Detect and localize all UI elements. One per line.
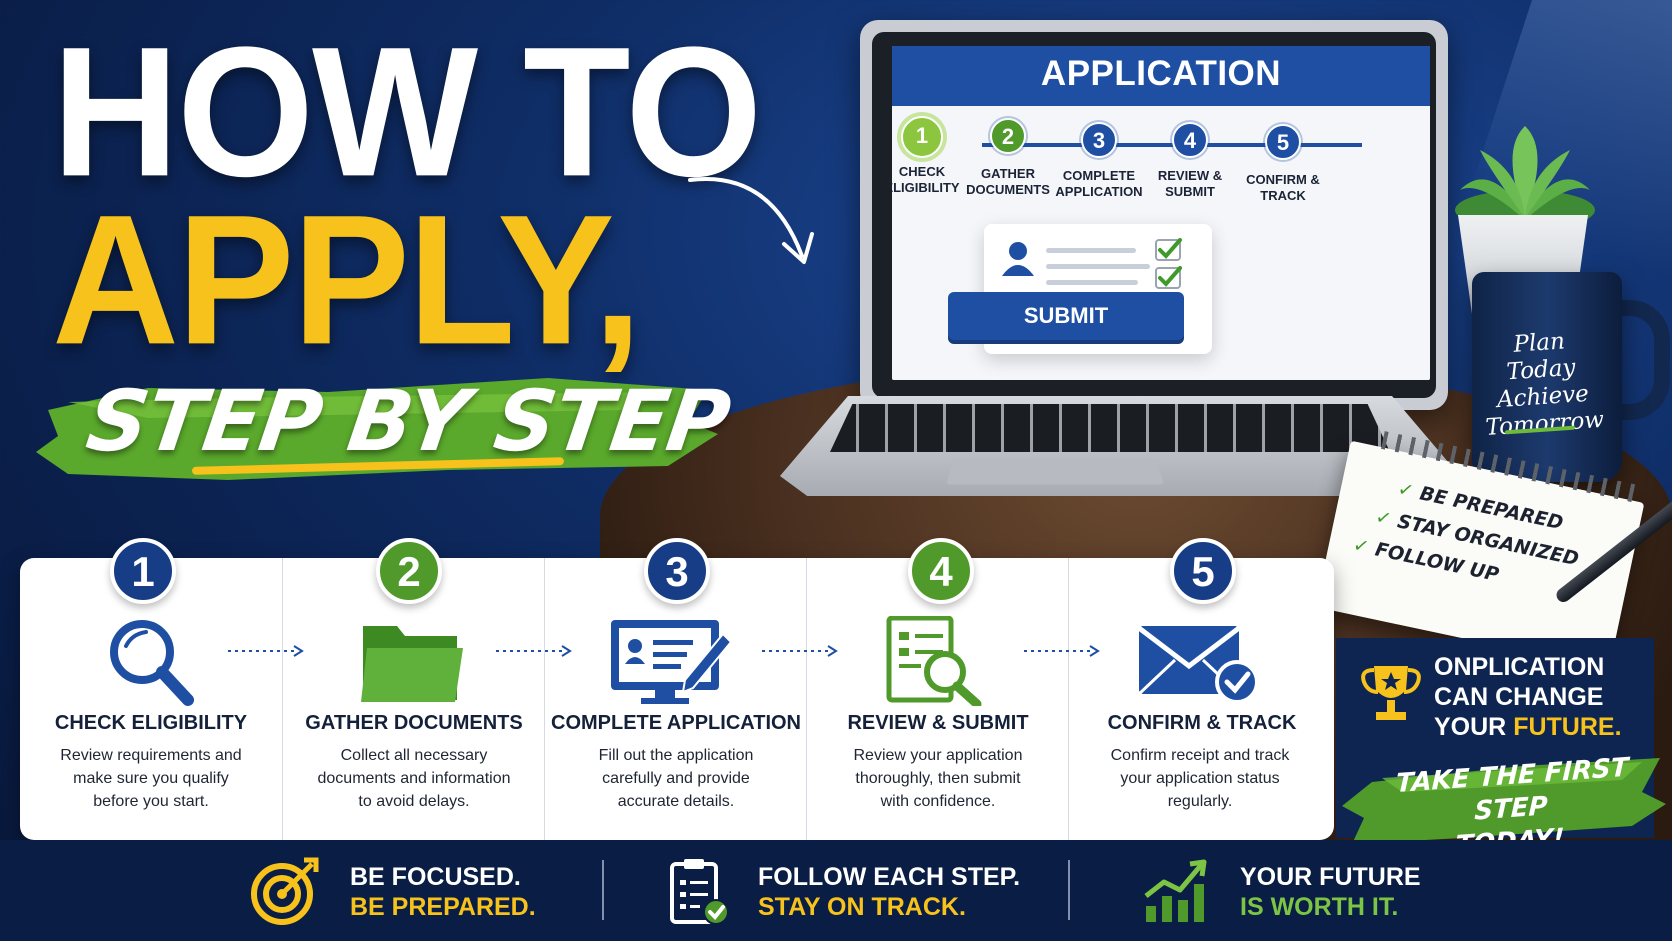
headline-apply: APPLY,: [52, 177, 642, 384]
footer-text: YOUR FUTURE IS WORTH IT.: [1240, 863, 1421, 921]
screen-header: [892, 46, 1430, 106]
mini-step-label-5: CONFIRM &TRACK: [1246, 172, 1320, 203]
checkmarks-icon: [1155, 238, 1182, 289]
form-line: [1046, 248, 1136, 253]
mug-text: Plan Today Achieve Tomorrow: [1484, 328, 1605, 442]
succulent-plant-icon: [1455, 126, 1595, 230]
step-card-3[interactable]: COMPLETE APPLICATION Fill out the applic…: [544, 558, 806, 840]
step-card-5[interactable]: CONFIRM & TRACK Confirm receipt and trac…: [1068, 558, 1334, 840]
step-cards: CHECK ELIGIBILITY Review requirements an…: [20, 558, 1334, 840]
envelope-check-icon: [1137, 626, 1259, 704]
submit-button[interactable]: SUBMIT: [948, 292, 1184, 340]
monitor-form-icon: [611, 620, 733, 704]
footer-bar: BE FOCUSED. BE PREPARED. FOLLOW EACH STE…: [0, 840, 1672, 941]
headline-how-to: HOW TO: [52, 9, 762, 216]
callout-heading: ONPLICATION CAN CHANGE YOUR FUTURE.: [1434, 653, 1622, 741]
headline-step-by-step: STEP BY STEP: [81, 372, 736, 470]
curved-arrow-icon: [688, 177, 814, 264]
dotted-arrow-icon: [1024, 645, 1100, 657]
step-badge-2: 2: [376, 538, 442, 604]
green-brush-stroke: [36, 378, 718, 480]
coffee-mug: [1472, 272, 1622, 482]
footer-item-future: YOUR FUTURE IS WORTH IT.: [1140, 840, 1470, 941]
step-title: REVIEW & SUBMIT: [847, 712, 1029, 734]
mini-step-5[interactable]: 5: [1265, 124, 1301, 160]
step-badge-5: 5: [1170, 538, 1236, 604]
green-brush-stroke: [1342, 758, 1666, 844]
magnifier-icon: [110, 620, 194, 706]
step-badge-3: 3: [644, 538, 710, 604]
dotted-arrow-icon: [496, 645, 572, 657]
folder-icon: [361, 626, 463, 702]
form-line: [1046, 280, 1138, 285]
dotted-arrow-icon: [762, 645, 838, 657]
form-line: [1046, 264, 1150, 269]
step-badge-1: 1: [110, 538, 176, 604]
screen-title: APPLICATION: [1040, 54, 1282, 93]
growth-chart-icon: [1144, 859, 1207, 922]
mini-step-label-4: REVIEW &SUBMIT: [1157, 168, 1223, 199]
step-card-1[interactable]: CHECK ELIGIBILITY Review requirements an…: [20, 558, 282, 840]
mini-step-1[interactable]: 1: [901, 116, 943, 158]
mini-step-4[interactable]: 4: [1172, 122, 1208, 158]
step-title: COMPLETE APPLICATION: [551, 712, 801, 734]
document-search-icon: [886, 616, 982, 706]
clipboard-check-icon: [670, 859, 729, 925]
step-badge-4: 4: [908, 538, 974, 604]
step-title: CHECK ELIGIBILITY: [54, 712, 248, 734]
mini-step-2[interactable]: 2: [990, 118, 1026, 154]
footer-text: FOLLOW EACH STEP. STAY ON TRACK.: [758, 863, 1021, 921]
footer-item-follow: FOLLOW EACH STEP. STAY ON TRACK.: [664, 840, 1044, 941]
user-avatar-icon: [1002, 242, 1034, 276]
footer-text: BE FOCUSED. BE PREPARED.: [350, 863, 536, 921]
target-icon: [251, 857, 319, 925]
footer-divider: [1068, 860, 1070, 920]
mini-step-3[interactable]: 3: [1081, 122, 1117, 158]
footer-item-focused: BE FOCUSED. BE PREPARED.: [250, 840, 570, 941]
step-title: GATHER DOCUMENTS: [305, 712, 523, 734]
dotted-arrow-icon: [228, 645, 304, 657]
footer-divider: [602, 860, 604, 920]
laptop-trackpad: [945, 458, 1165, 485]
trophy-icon: [1361, 666, 1421, 720]
laptop-keyboard: [830, 404, 1390, 452]
step-title: CONFIRM & TRACK: [1107, 712, 1297, 734]
